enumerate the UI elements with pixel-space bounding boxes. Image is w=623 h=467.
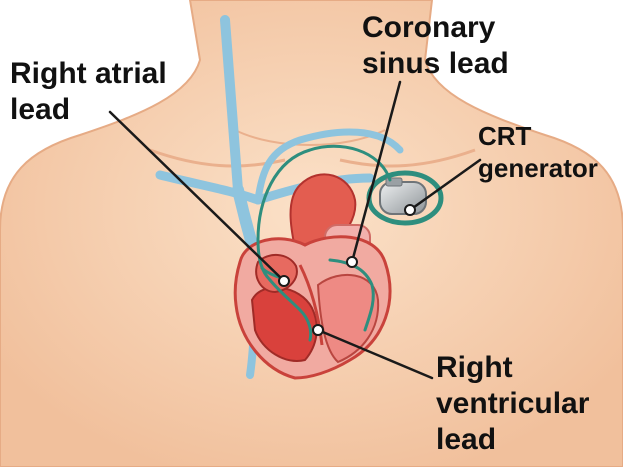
right-ventricular-lead-label-line3: lead — [436, 422, 589, 458]
right-ventricular-lead-label-line1: Right — [436, 350, 589, 386]
right-atrial-lead-label-line2: lead — [10, 92, 167, 128]
right-ventricular-lead-label-line2: ventricular — [436, 386, 589, 422]
crt-generator-label-line1: CRT — [478, 120, 598, 152]
crt-generator-label-line2: generator — [478, 152, 598, 184]
crt-generator-label: CRT generator — [478, 120, 598, 184]
right-ventricular-lead-label: Right ventricular lead — [436, 350, 589, 458]
right-atrial-lead-label: Right atrial lead — [10, 56, 167, 128]
coronary-sinus-lead-label: Coronary sinus lead — [362, 10, 509, 82]
coronary-sinus-lead-label-line2: sinus lead — [362, 46, 509, 82]
coronary-sinus-lead-label-line1: Coronary — [362, 10, 509, 46]
right-atrial-lead-label-line1: Right atrial — [10, 56, 167, 92]
